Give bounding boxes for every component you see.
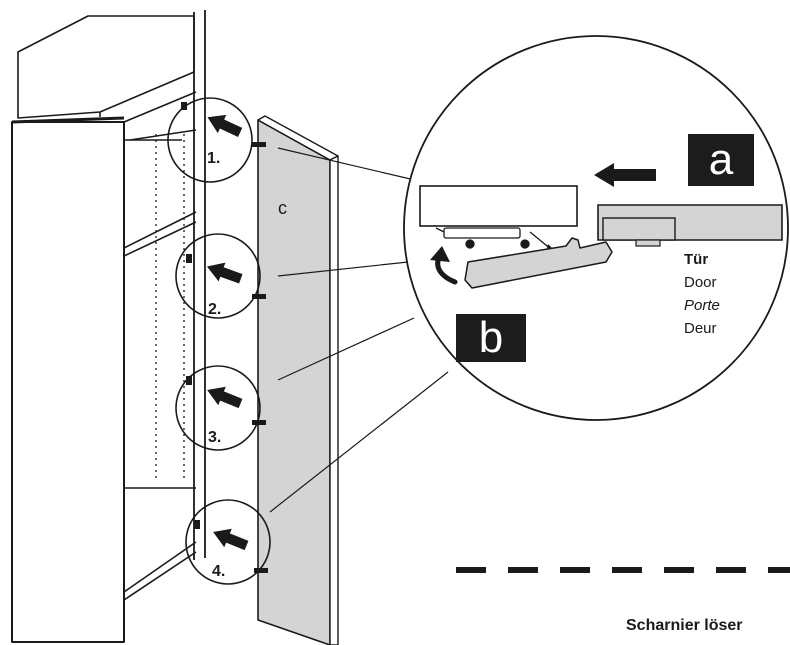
step-label-1: 1. xyxy=(207,150,220,167)
arrow-right-icon xyxy=(203,380,245,413)
step-circle-3: 3. xyxy=(175,365,266,451)
hinge-pin-icon xyxy=(181,102,187,110)
svg-text:a: a xyxy=(709,135,734,184)
section-caption: Scharnier löser xyxy=(626,617,743,634)
door-term-nl: Deur xyxy=(684,320,717,337)
door-term-fr: Porte xyxy=(684,297,720,314)
hinge-bracket xyxy=(435,227,556,252)
step-badge-a: a xyxy=(688,134,754,186)
hinge-pin-icon xyxy=(194,520,200,529)
hinge-cup xyxy=(602,217,676,241)
hinge-screw-icon xyxy=(252,420,266,425)
hinge-pin-icon xyxy=(186,376,192,385)
panel-label: c xyxy=(278,198,287,218)
door-panel xyxy=(257,115,339,645)
step-label-3: 3. xyxy=(208,429,221,446)
arrow-right-icon xyxy=(203,257,245,289)
leader-lines xyxy=(269,147,449,513)
hinge-arm xyxy=(464,237,613,289)
curved-arrow-icon xyxy=(430,246,458,285)
step-label-2: 2. xyxy=(208,301,221,318)
hinge-pin-icon xyxy=(186,254,192,263)
hinge-screw-icon xyxy=(252,294,266,299)
arrow-left-icon xyxy=(594,163,656,187)
step-label-4: 4. xyxy=(212,563,225,580)
step-circle-4: 4. xyxy=(185,499,271,585)
step-circle-1: 1. xyxy=(167,97,266,183)
cabinet-side-block xyxy=(419,185,578,227)
door-term-de: Tür xyxy=(684,251,708,268)
door-term-en: Door xyxy=(684,274,717,291)
arrow-right-icon xyxy=(209,522,251,555)
step-circle-2: 2. xyxy=(175,233,266,319)
step-badge-b: b xyxy=(456,313,526,362)
arrow-right-icon xyxy=(203,108,245,142)
hinge-screw-icon xyxy=(254,568,268,573)
detail-view: a b Tür Door Porte Deur xyxy=(403,35,789,421)
svg-text:b: b xyxy=(479,313,503,362)
hinge-screw-icon xyxy=(252,142,266,147)
cabinet-side-edges xyxy=(193,10,206,560)
cabinet-body xyxy=(11,15,197,643)
